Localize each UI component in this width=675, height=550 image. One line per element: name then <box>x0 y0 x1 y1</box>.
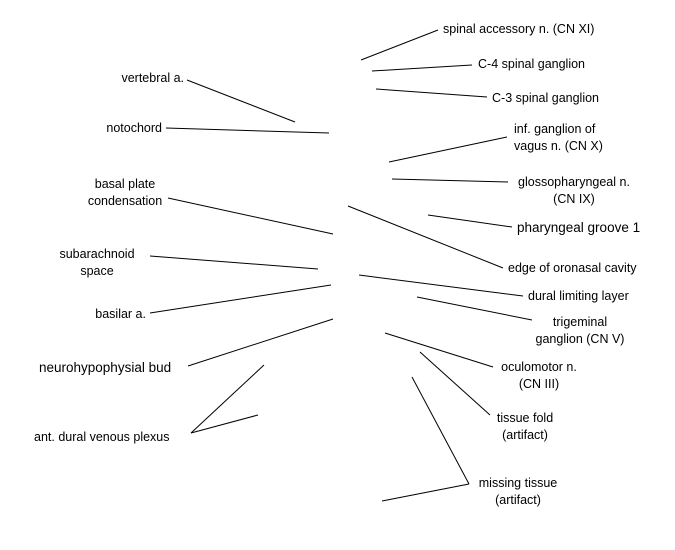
leader-line-missing-tissue-upper <box>411 376 470 485</box>
label-tissue-fold: tissue fold (artifact) <box>496 411 554 442</box>
leader-line-oculomotor <box>384 332 494 368</box>
label-subarachnoid: subarachnoid space <box>59 247 135 278</box>
label-trigeminal: trigeminal ganglion (CN V) <box>535 315 625 346</box>
label-c4-ganglion: C-4 spinal ganglion <box>478 57 586 71</box>
leader-line-glossopharyngeal <box>391 178 509 183</box>
leader-line-notochord <box>165 127 330 134</box>
leader-line-c3-ganglion <box>375 88 488 98</box>
leader-line-ant-dural-venous-upper <box>190 364 265 434</box>
leader-line-pharyngeal-groove <box>427 214 513 228</box>
label-neurohypophysial: neurohypophysial bud <box>39 360 172 375</box>
label-vertebral: vertebral a. <box>121 71 184 85</box>
leader-line-vertebral <box>186 79 296 123</box>
leader-line-spinal-accessory <box>360 29 439 61</box>
leader-line-inf-ganglion-vagus <box>388 136 508 163</box>
label-ant-dural-venous: ant. dural venous plexus <box>34 430 170 444</box>
label-pharyngeal-groove: pharyngeal groove 1 <box>517 220 641 235</box>
label-oculomotor: oculomotor n. (CN III) <box>501 360 577 391</box>
leader-line-edge-oronasal <box>347 205 504 269</box>
label-basilar: basilar a. <box>95 307 146 321</box>
label-notochord: notochord <box>106 121 162 135</box>
leader-line-missing-tissue-lower <box>381 483 470 502</box>
label-dural-limiting: dural limiting layer <box>528 289 629 303</box>
leader-line-basilar <box>149 284 332 314</box>
label-missing-tissue: missing tissue (artifact) <box>478 476 558 507</box>
label-inf-ganglion-vagus: inf. ganglion of vagus n. (CN X) <box>514 122 603 153</box>
leader-line-subarachnoid <box>149 255 319 270</box>
label-c3-ganglion: C-3 spinal ganglion <box>492 91 600 105</box>
leader-line-c4-ganglion <box>371 64 473 72</box>
label-edge-oronasal: edge of oronasal cavity <box>508 261 637 275</box>
leader-line-tissue-fold <box>419 351 491 416</box>
leader-line-basal-plate <box>167 197 334 235</box>
label-spinal-accessory: spinal accessory n. (CN XI) <box>443 22 595 36</box>
leader-line-ant-dural-venous-lower <box>190 414 259 434</box>
label-basal-plate: basal plate condensation <box>87 177 163 208</box>
leader-line-trigeminal <box>416 296 533 321</box>
leader-line-dural-limiting <box>358 274 524 297</box>
leader-line-neurohypophysial <box>187 318 334 367</box>
label-glossopharyngeal: glossopharyngeal n. (CN IX) <box>518 175 630 206</box>
